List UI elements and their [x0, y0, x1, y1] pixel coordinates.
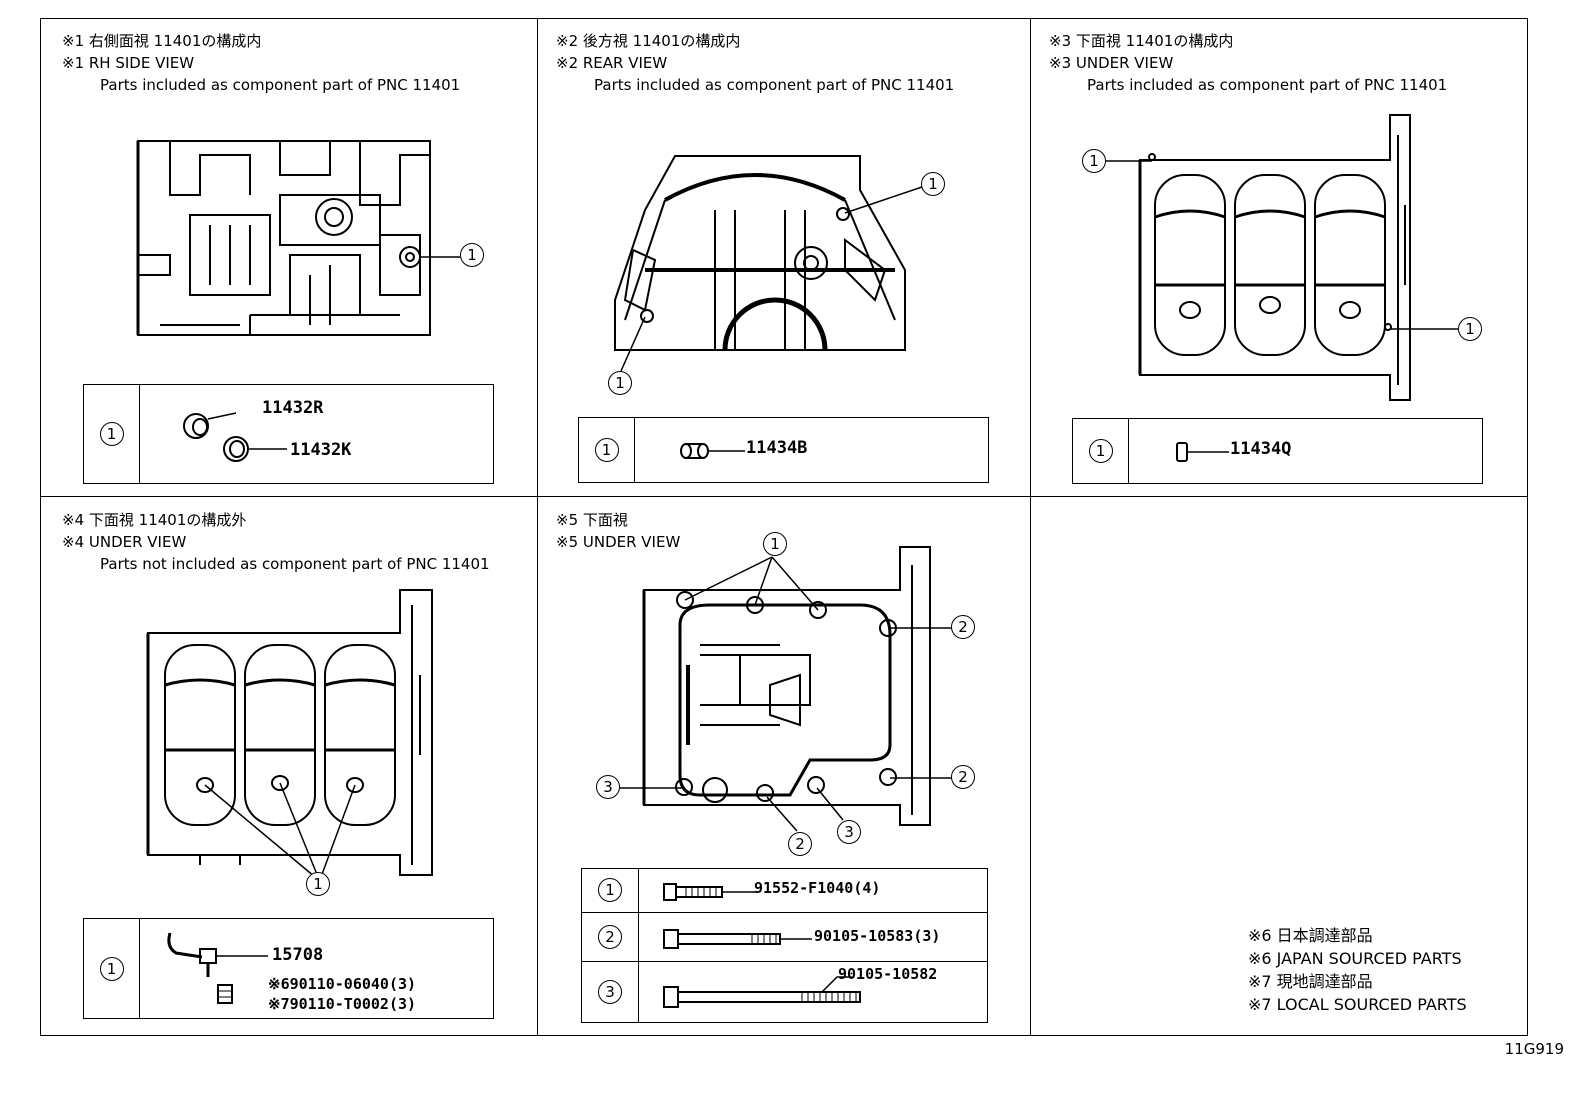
- divider-horizontal: [40, 496, 1528, 497]
- panel-4-engine-block-drawing: [146, 589, 433, 878]
- panel-5-leader-2-right: [890, 777, 952, 779]
- part-number-90105-10582: 90105-10582: [838, 965, 938, 983]
- panel-2-engine-block-drawing: [614, 155, 906, 351]
- short-bolt-icon: [663, 883, 757, 901]
- panel-4-title-en: ※4 UNDER VIEW: [62, 533, 187, 551]
- panel-5-callout-2-right: 2: [951, 765, 975, 789]
- gasket-ring-icon: [223, 436, 287, 462]
- panel-1-subtitle: Parts included as component part of PNC …: [100, 76, 461, 94]
- panel-5-callout-3-left: 3: [596, 775, 620, 799]
- panel-1-header: ※1 右側面視 11401の構成内 ※1 RH SIDE VIEW Parts …: [62, 30, 460, 96]
- panel-1-title-jp: ※1 右側面視 11401の構成内: [62, 32, 262, 50]
- part-number-90105-10583: 90105-10583(3): [814, 927, 941, 945]
- sourcing-legend: ※6 日本調達部品 ※6 JAPAN SOURCED PARTS ※7 現地調達…: [1248, 924, 1467, 1016]
- panel-2-callout-bottom: 1: [608, 371, 632, 395]
- panel-1-parts-key: 1: [84, 385, 140, 483]
- panel-4-title-jp: ※4 下面視 11401の構成外: [62, 511, 247, 529]
- panel-1-callout-1: 1: [460, 243, 484, 267]
- panel-3-title-jp: ※3 下面視 11401の構成内: [1049, 32, 1234, 50]
- panel-5-key-1: 1: [598, 878, 622, 902]
- diagram-code: 11G919: [1504, 1040, 1564, 1058]
- panel-5-leader-1: [684, 556, 819, 611]
- long-bolt-icon: [663, 976, 861, 1008]
- panel-2-header: ※2 後方視 11401の構成内 ※2 REAR VIEW Parts incl…: [556, 30, 954, 96]
- part-number-90110-t0002: ※790110-T0002(3): [268, 995, 417, 1013]
- panel-5-key-3: 3: [598, 980, 622, 1004]
- panel-5-title-en: ※5 UNDER VIEW: [556, 533, 681, 551]
- panel-5-key-column: [582, 869, 639, 1022]
- panel-5-callout-3-bottom: 3: [837, 820, 861, 844]
- part-number-11432k: 11432K: [290, 440, 352, 460]
- part-number-90110-06040: ※690110-06040(3): [268, 975, 417, 993]
- panel-2-callout-top: 1: [921, 172, 945, 196]
- divider-vertical-1: [537, 18, 538, 1036]
- divider-vertical-2: [1030, 18, 1031, 1036]
- panel-2-leader-top: [844, 186, 923, 214]
- panel-3-subtitle: Parts included as component part of PNC …: [1087, 76, 1448, 94]
- panel-3-header: ※3 下面視 11401の構成内 ※3 UNDER VIEW Parts inc…: [1049, 30, 1447, 96]
- panel-5-leader-2-top: [890, 627, 952, 629]
- panel-4-header: ※4 下面視 11401の構成外 ※4 UNDER VIEW Parts not…: [62, 509, 490, 575]
- part-number-11432r: 11432R: [262, 398, 324, 418]
- panel-5-callout-1: 1: [763, 532, 787, 556]
- panel-2-title-jp: ※2 後方視 11401の構成内: [556, 32, 741, 50]
- panel-5-leader-2-bottom: [766, 796, 798, 832]
- part-number-11434q: 11434Q: [1230, 439, 1292, 459]
- panel-3-callout-top: 1: [1082, 149, 1106, 173]
- part-number-11434b: 11434B: [746, 438, 808, 458]
- panel-2-title-en: ※2 REAR VIEW: [556, 54, 668, 72]
- panel-5-row-divider-2: [582, 961, 987, 962]
- panel-2-parts-table: 1 11434B: [578, 417, 989, 483]
- panel-3-parts-key: 1: [1073, 419, 1129, 483]
- legend-japan-jp: ※6 日本調達部品: [1248, 926, 1373, 945]
- panel-3-title-en: ※3 UNDER VIEW: [1049, 54, 1174, 72]
- diagram-frame: [40, 18, 1528, 1036]
- panel-3-parts-table: 1 11434Q: [1072, 418, 1483, 484]
- panel-5-parts-table: 1 2 3 91552-F1040(4) 90105-10583(3) 9010…: [581, 868, 988, 1023]
- medium-bolt-icon: [663, 929, 812, 949]
- panel-1-parts-table: 1 11432R 11432K: [83, 384, 494, 484]
- panel-5-oil-pan-drawing: [642, 546, 931, 826]
- panel-1-engine-block-drawing: [136, 140, 431, 336]
- panel-4-parts-table: 1 15708 ※690110-06040(3) ※790110-T0002(3…: [83, 918, 494, 1019]
- panel-1-leader-line: [399, 246, 460, 268]
- panel-5-header: ※5 下面視 ※5 UNDER VIEW: [556, 509, 680, 553]
- dowel-pin-icon: [1176, 442, 1229, 462]
- panel-3-callout-bottom: 1: [1458, 317, 1482, 341]
- panel-2-leader-bottom: [620, 316, 646, 372]
- panel-3-engine-block-drawing: [1138, 114, 1411, 401]
- dowel-pin-icon: [680, 443, 745, 459]
- panel-5-title-jp: ※5 下面視: [556, 511, 628, 529]
- panel-2-subtitle: Parts included as component part of PNC …: [594, 76, 955, 94]
- legend-japan-en: ※6 JAPAN SOURCED PARTS: [1248, 949, 1462, 968]
- panel-2-parts-key: 1: [579, 418, 635, 482]
- panel-5-key-2: 2: [598, 925, 622, 949]
- panel-4-parts-key: 1: [84, 919, 140, 1018]
- panel-5-callout-2-bottom: 2: [788, 832, 812, 856]
- part-number-91552-f1040: 91552-F1040(4): [754, 879, 881, 897]
- panel-5-leader-3-bottom: [816, 787, 844, 821]
- panel-5-row-divider-1: [582, 912, 987, 913]
- panel-5-leader-3-left: [620, 787, 682, 789]
- legend-local-jp: ※7 現地調達部品: [1248, 972, 1373, 991]
- legend-local-en: ※7 LOCAL SOURCED PARTS: [1248, 995, 1467, 1014]
- panel-3-leader-bottom: [1390, 328, 1458, 330]
- oil-jet-icon: [167, 932, 268, 1004]
- panel-1-title-en: ※1 RH SIDE VIEW: [62, 54, 195, 72]
- panel-3-leader-top: [1106, 160, 1152, 162]
- panel-4-callout-1: 1: [306, 872, 330, 896]
- panel-5-callout-2-top: 2: [951, 615, 975, 639]
- plug-icon: [183, 412, 237, 439]
- panel-4-subtitle: Parts not included as component part of …: [100, 555, 490, 573]
- part-number-15708: 15708: [272, 945, 324, 965]
